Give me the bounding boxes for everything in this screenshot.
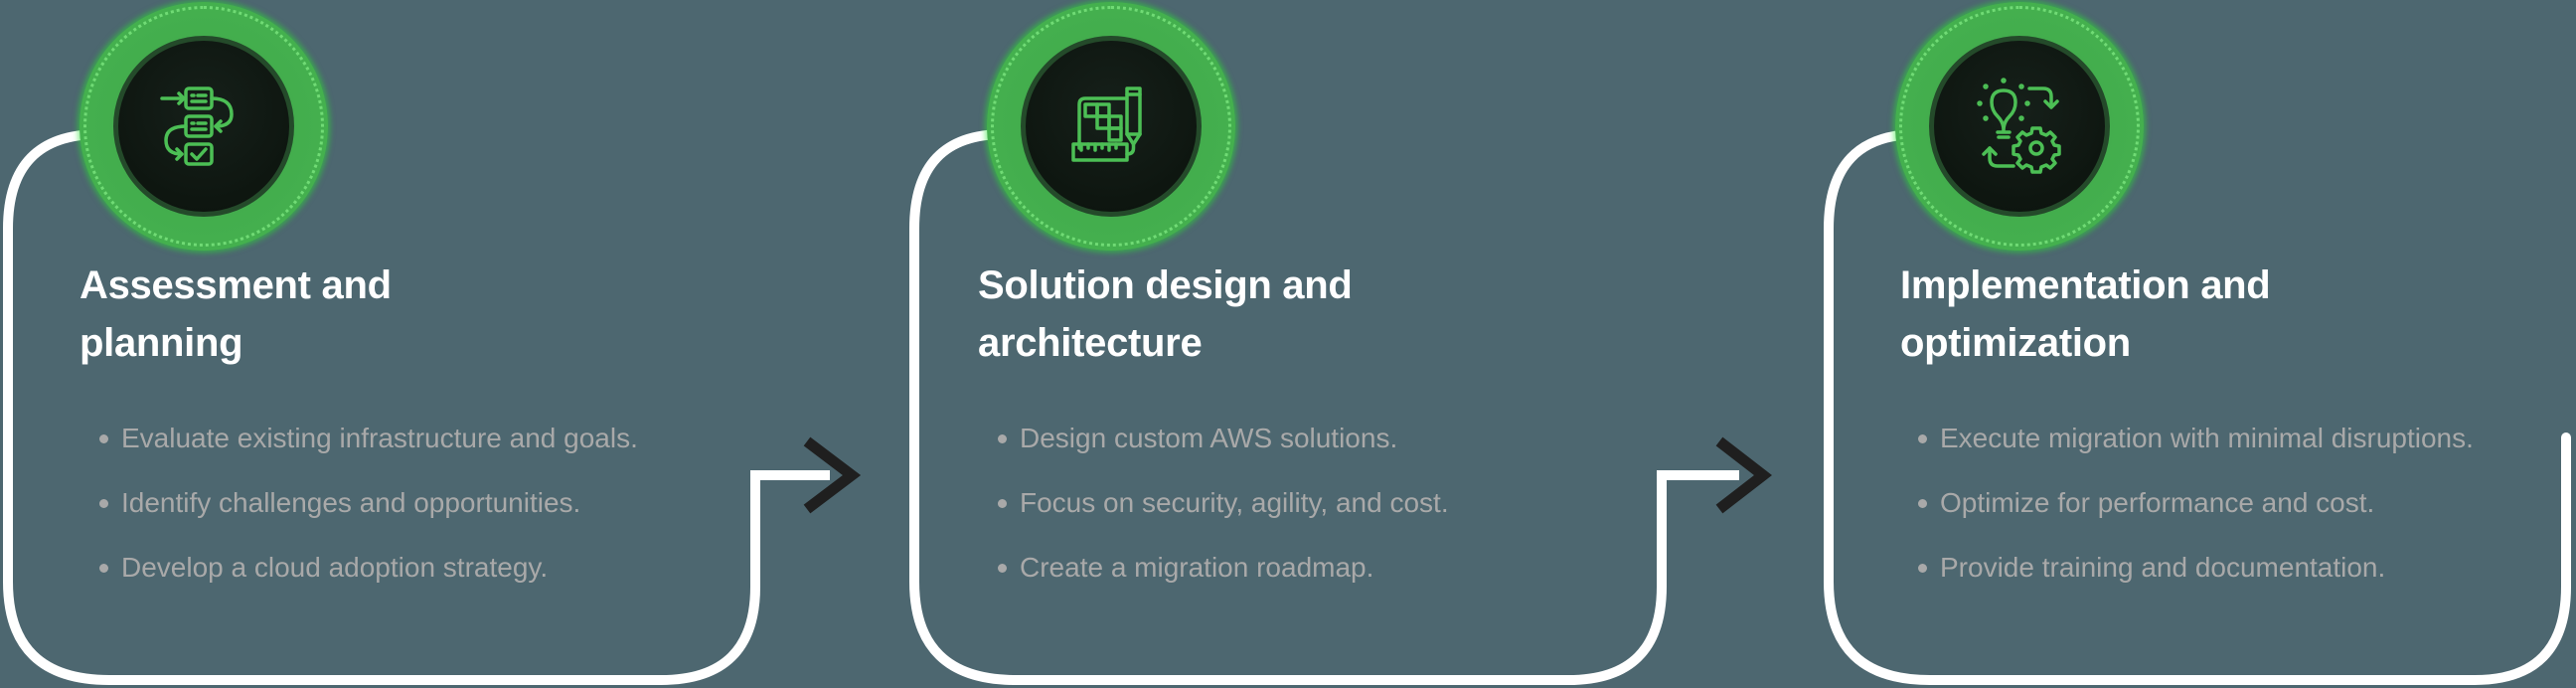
chevron-right-icon [803,436,862,514]
step-2-bullet-list: Design custom AWS solutions. Focus on se… [978,422,1449,615]
list-item: Create a migration roadmap. [978,551,1449,615]
list-item: Develop a cloud adoption strategy. [80,551,638,615]
step-3-badge [1895,2,2144,251]
badge-core [1021,36,1202,217]
chevron-right-icon [1715,436,1772,514]
list-item: Focus on security, agility, and cost. [978,486,1449,551]
list-item: Evaluate existing infrastructure and goa… [80,422,638,486]
list-item: Provide training and documentation. [1898,551,2474,615]
step-2-outline [909,129,1739,685]
step-1-badge [80,2,328,251]
step-3-outline [1824,129,2571,685]
blueprint-ruler-pencil-icon [1071,86,1142,162]
step-1-outline [3,129,830,685]
step-3-title: Implementation and optimization [1900,263,2271,365]
step-1-title: Assessment and planning [80,263,392,365]
list-item: Execute migration with minimal disruptio… [1898,422,2474,486]
step-3-bullet-list: Execute migration with minimal disruptio… [1898,422,2474,615]
list-item: Optimize for performance and cost. [1898,486,2474,551]
step-2-title: Solution design and architecture [978,263,1353,365]
step-2-badge [987,2,1235,251]
list-item: Identify challenges and opportunities. [80,486,638,551]
badge-core [113,36,294,217]
lightbulb-gear-cycle-icon [1977,78,2061,174]
workflow-checklist-icon [160,86,234,166]
badge-core [1929,36,2110,217]
list-item: Design custom AWS solutions. [978,422,1449,486]
step-1-bullet-list: Evaluate existing infrastructure and goa… [80,422,638,615]
